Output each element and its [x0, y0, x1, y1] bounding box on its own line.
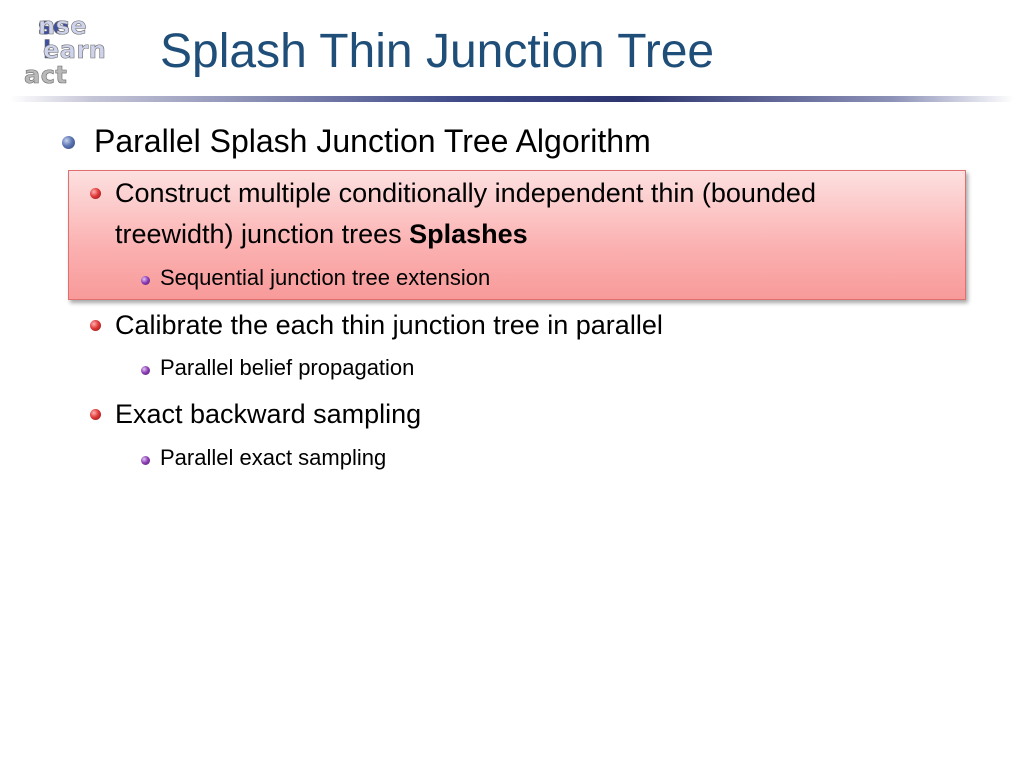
bullet-level3-icon — [141, 366, 150, 375]
item-1-text-line1: Construct multiple conditionally indepen… — [115, 178, 816, 208]
bullet-level2-icon — [90, 188, 101, 199]
item-1-text-line2: treewidth) junction trees Splashes — [115, 214, 528, 255]
title-underline — [10, 96, 1014, 102]
main-point: Parallel Splash Junction Tree Algorithm — [94, 123, 651, 159]
item-3-sub: Parallel exact sampling — [160, 445, 387, 470]
item-3-text: Exact backward sampling — [115, 399, 422, 429]
bullet-level3-icon — [141, 456, 150, 465]
item-1-sub: Sequential junction tree extension — [160, 265, 491, 290]
item-1-emphasis: Splashes — [409, 219, 528, 249]
item-1-text-line2-plain: treewidth) junction trees — [115, 219, 410, 249]
slide-title: Splash Thin Junction Tree — [160, 25, 715, 78]
bullet-level3-icon — [141, 276, 150, 285]
bullet-level1-icon — [62, 136, 75, 149]
item-2-sub: Parallel belief propagation — [160, 355, 415, 380]
bullet-level2-icon — [90, 320, 101, 331]
item-2-text: Calibrate the each thin junction tree in… — [115, 310, 663, 340]
bullet-level2-icon — [90, 409, 101, 420]
highlight-box — [68, 170, 966, 300]
